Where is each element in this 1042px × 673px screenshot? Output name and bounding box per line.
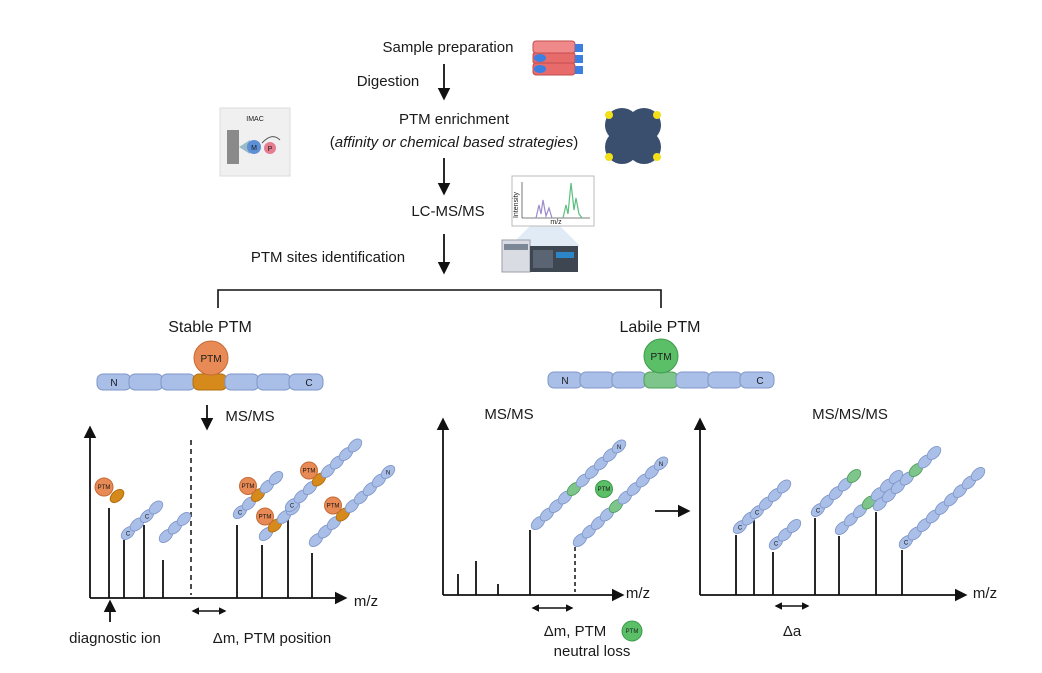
fragment-terminus-label: N bbox=[617, 445, 621, 451]
site-identification-label: PTM sites identification bbox=[251, 249, 405, 266]
fragment-ion bbox=[872, 446, 942, 511]
stable-ptm-badge: PTM bbox=[200, 354, 221, 365]
fragment-ion: C PTM bbox=[284, 438, 363, 512]
fragment-ptm-badge bbox=[239, 477, 257, 495]
svg-text:PTM: PTM bbox=[626, 629, 639, 635]
stable-x-label: m/z bbox=[354, 593, 378, 610]
fragment-ion: C bbox=[749, 479, 792, 519]
fragment-residue bbox=[611, 439, 627, 454]
delta-a-label: Δa bbox=[783, 623, 802, 640]
neutral-loss-ptm-icon bbox=[621, 620, 643, 642]
spectrum-inset-icon: Intensity m/z bbox=[510, 175, 595, 246]
svg-text:P: P bbox=[268, 146, 273, 153]
branch-bracket bbox=[217, 289, 662, 308]
stable-msms-label: MS/MS bbox=[225, 408, 274, 425]
fragment-terminus-label: C bbox=[145, 515, 150, 521]
enrichment-detail: (affinity or chemical based strategies) bbox=[330, 134, 578, 151]
stable-delta-label: Δm, PTM position bbox=[213, 630, 331, 647]
labile-msms-spectrum: m/z Δm, PTM PTM neutral loss bbox=[436, 417, 650, 660]
fragment-ion: PTM bbox=[256, 501, 301, 541]
fragment-ion: C bbox=[139, 500, 164, 523]
fragment-residue bbox=[268, 471, 284, 485]
labile-msmsms-spectrum: m/z Δa bbox=[693, 417, 997, 640]
fragment-terminus-label: C bbox=[238, 511, 243, 517]
stable-ptm-title: Stable PTM bbox=[168, 319, 252, 336]
fragment-ion: N bbox=[572, 456, 669, 547]
labile-c-terminus: C bbox=[756, 376, 763, 387]
fragment-residue bbox=[776, 479, 792, 494]
fragment-ion: C bbox=[120, 517, 145, 540]
cell-flask-icon bbox=[532, 40, 583, 76]
labile-delta-label: Δm, PTM bbox=[544, 623, 607, 640]
svg-text:IMAC: IMAC bbox=[246, 116, 264, 123]
svg-text:PTM: PTM bbox=[327, 504, 340, 510]
svg-text:PTM: PTM bbox=[98, 485, 111, 491]
fragment-ion: N bbox=[530, 439, 627, 530]
mass-spectrometer-icon bbox=[501, 239, 578, 273]
svg-text:PTM: PTM bbox=[598, 487, 611, 493]
stable-n-terminus: N bbox=[110, 378, 117, 389]
fragment-terminus-label: C bbox=[774, 542, 779, 548]
fragment-ion: C PTM bbox=[232, 471, 284, 519]
fragment-residue bbox=[926, 446, 942, 460]
fragment-residue bbox=[176, 512, 192, 526]
fragment-terminus-label: C bbox=[290, 504, 295, 510]
fragment-residue bbox=[347, 438, 363, 453]
fragment-terminus-label: C bbox=[755, 511, 760, 517]
svg-text:PTM: PTM bbox=[259, 515, 272, 521]
fragment-peptides: PTM C C C PTM PTM C PTM N PTM N N PTM C C C C C bbox=[94, 438, 986, 550]
fragment-ion: C bbox=[768, 519, 802, 550]
fragment-ion: N PTM bbox=[308, 465, 396, 547]
fragment-residue bbox=[970, 467, 986, 481]
fragment-terminus-label: C bbox=[816, 509, 821, 515]
lc-ms-label: LC-MS/MS bbox=[411, 203, 484, 220]
ptm-enrichment-label: PTM enrichment bbox=[399, 111, 510, 128]
svg-text:M: M bbox=[251, 145, 257, 152]
diagnostic-ion-label: diagnostic ion bbox=[69, 630, 161, 647]
svg-text:PTM: PTM bbox=[242, 484, 255, 490]
fragment-terminus-label: C bbox=[904, 541, 909, 547]
fragment-terminus-label: N bbox=[659, 462, 663, 468]
digestion-label: Digestion bbox=[357, 73, 420, 90]
fragment-residue bbox=[653, 456, 669, 471]
sample-preparation-label: Sample preparation bbox=[383, 39, 514, 56]
labile-msmsms-x-label: m/z bbox=[973, 585, 997, 602]
stable-spectrum: m/z diagnostic ion Δm, PTM position bbox=[69, 425, 378, 647]
svg-text:Intensity: Intensity bbox=[513, 191, 520, 218]
imac-icon: IMAC M P bbox=[219, 107, 291, 177]
stable-c-terminus: C bbox=[305, 378, 312, 389]
bead-cluster-icon bbox=[605, 108, 661, 164]
fragment-ptm-badge bbox=[256, 507, 274, 526]
labile-msms-label: MS/MS bbox=[484, 406, 533, 423]
fragment-terminus-label: C bbox=[126, 532, 131, 538]
labile-n-terminus: N bbox=[561, 376, 568, 387]
fragment-terminus-label: N bbox=[386, 471, 390, 477]
labile-peptide: N C PTM bbox=[547, 338, 775, 389]
fragment-ptm-badge bbox=[300, 461, 318, 480]
fragment-residue bbox=[786, 519, 802, 533]
fragment-ptm-badge bbox=[324, 496, 342, 515]
labile-msmsms-label: MS/MS/MS bbox=[812, 406, 888, 423]
fragment-ion: C bbox=[810, 469, 862, 517]
fragment-ion bbox=[834, 470, 904, 535]
labile-released-ptm: PTM bbox=[595, 480, 613, 498]
svg-text:PTM: PTM bbox=[303, 469, 316, 475]
svg-text:m/z: m/z bbox=[550, 219, 562, 226]
fragment-ion: C bbox=[898, 467, 986, 549]
labile-ptm-title: Labile PTM bbox=[620, 319, 701, 336]
labile-ptm-badge: PTM bbox=[650, 352, 671, 363]
stable-peptide: N C PTM bbox=[96, 340, 324, 391]
neutral-loss-label: neutral loss bbox=[554, 643, 631, 660]
fragment-ion bbox=[158, 512, 192, 543]
fragment-residue bbox=[380, 465, 396, 479]
diagnostic-ion-fragment: PTM bbox=[94, 477, 125, 504]
fragment-residue bbox=[148, 500, 164, 515]
labile-msms-x-label: m/z bbox=[626, 585, 650, 602]
fragment-terminus-label: C bbox=[738, 526, 743, 532]
fragment-residue bbox=[846, 469, 862, 483]
